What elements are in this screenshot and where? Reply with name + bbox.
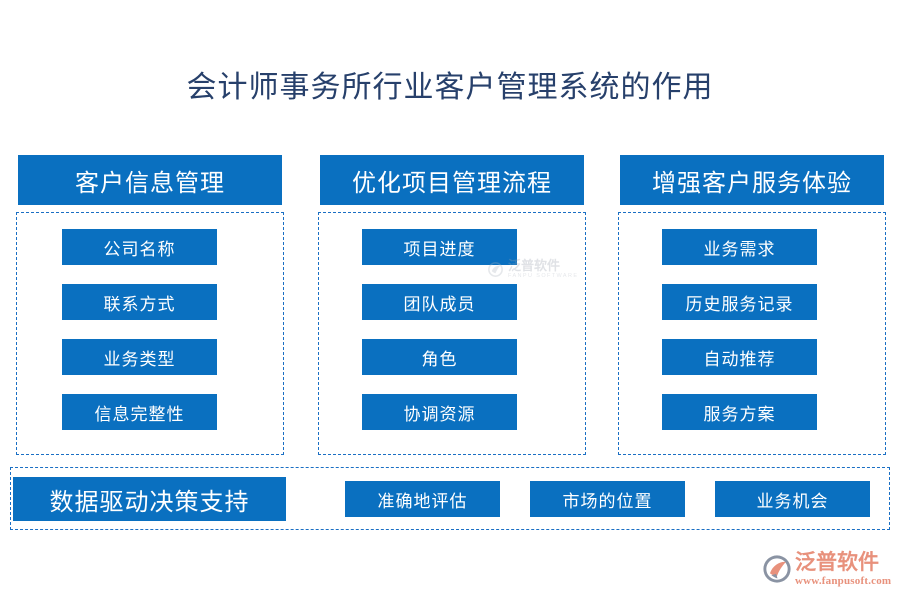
bottom-item-chip[interactable]: 业务机会	[715, 481, 870, 517]
bottom-primary-chip[interactable]: 数据驱动决策支持	[13, 477, 286, 521]
item-chip[interactable]: 服务方案	[662, 394, 817, 430]
item-chip[interactable]: 协调资源	[362, 394, 517, 430]
brand-name-cn: 泛普软件	[795, 550, 879, 574]
item-chip[interactable]: 业务类型	[62, 339, 217, 375]
column-container-2	[318, 212, 586, 455]
brand-logo: 泛普软件 www.fanpusoft.com	[762, 548, 892, 590]
column-container-3	[618, 212, 886, 455]
item-chip[interactable]: 角色	[362, 339, 517, 375]
item-chip[interactable]: 自动推荐	[662, 339, 817, 375]
item-chip[interactable]: 业务需求	[662, 229, 817, 265]
fanpu-logo-icon	[763, 555, 791, 583]
column-header-service-experience[interactable]: 增强客户服务体验	[620, 155, 884, 205]
bottom-container	[10, 467, 890, 530]
item-chip[interactable]: 项目进度	[362, 229, 517, 265]
item-chip[interactable]: 公司名称	[62, 229, 217, 265]
item-chip[interactable]: 历史服务记录	[662, 284, 817, 320]
column-header-customer-info[interactable]: 客户信息管理	[18, 155, 282, 205]
bottom-item-chip[interactable]: 市场的位置	[530, 481, 685, 517]
item-chip[interactable]: 团队成员	[362, 284, 517, 320]
column-header-project-process[interactable]: 优化项目管理流程	[320, 155, 584, 205]
bottom-item-chip[interactable]: 准确地评估	[345, 481, 500, 517]
item-chip[interactable]: 信息完整性	[62, 394, 217, 430]
item-chip[interactable]: 联系方式	[62, 284, 217, 320]
column-container-1	[16, 212, 284, 455]
page-title: 会计师事务所行业客户管理系统的作用	[186, 71, 714, 104]
brand-url: www.fanpusoft.com	[795, 574, 892, 587]
